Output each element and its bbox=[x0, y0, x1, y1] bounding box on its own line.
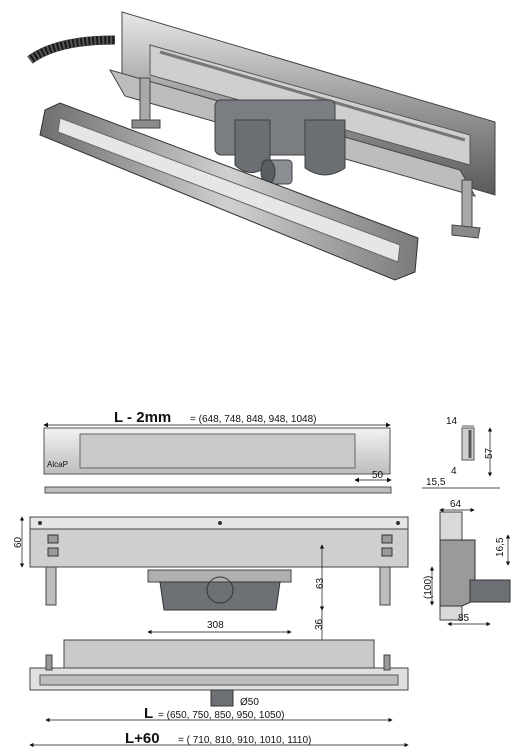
leg-right bbox=[461, 179, 473, 231]
length-label: L - 2mm bbox=[114, 409, 171, 426]
front-dim-bottom: 36 bbox=[314, 618, 325, 630]
L60-values: = ( 710, 810, 910, 1010, 1110) bbox=[178, 735, 311, 746]
section-profile: 14 57 4 15,5 bbox=[422, 416, 500, 489]
edge-dim: 50 bbox=[372, 470, 384, 481]
length-values: = (648, 748, 848, 948, 1048) bbox=[190, 414, 317, 425]
outlet-dim: Ø50 bbox=[240, 697, 259, 708]
side-dim-right: 16,5 bbox=[495, 537, 506, 557]
top-profile bbox=[44, 486, 392, 494]
dim-left: 15,5 bbox=[426, 477, 446, 488]
side-dim-bottom: 85 bbox=[458, 613, 470, 624]
side-view: 64 16,5 85 bbox=[439, 499, 511, 627]
dim-height: 57 bbox=[484, 447, 495, 459]
front-view: 60 63 (100) 308 36 bbox=[13, 516, 435, 640]
logo-text: AlcaP bbox=[47, 460, 68, 469]
L-label: L bbox=[144, 705, 153, 722]
front-dim-total-height: (100) bbox=[423, 576, 434, 599]
dim-top: 14 bbox=[446, 416, 458, 427]
L-values: = (650, 750, 850, 950, 1050) bbox=[158, 710, 285, 721]
side-trap bbox=[439, 539, 476, 607]
side-dim-top: 64 bbox=[450, 499, 462, 510]
dim-slot: 4 bbox=[451, 466, 457, 477]
product-photo bbox=[27, 11, 496, 281]
top-view: L - 2mm = (648, 748, 848, 948, 1048) Alc… bbox=[43, 409, 392, 494]
front-dim-height: 60 bbox=[13, 536, 24, 548]
leg-left bbox=[139, 77, 151, 126]
front-trap bbox=[159, 581, 281, 611]
L60-label: L+60 bbox=[125, 730, 160, 747]
outlet-pipe-bottom bbox=[210, 689, 234, 707]
front-dim-trap-depth: 63 bbox=[315, 577, 326, 589]
bottom-view: Ø50 L = (650, 750, 850, 950, 1050) L+60 … bbox=[29, 639, 409, 748]
front-dim-trap-width: 308 bbox=[207, 620, 224, 631]
